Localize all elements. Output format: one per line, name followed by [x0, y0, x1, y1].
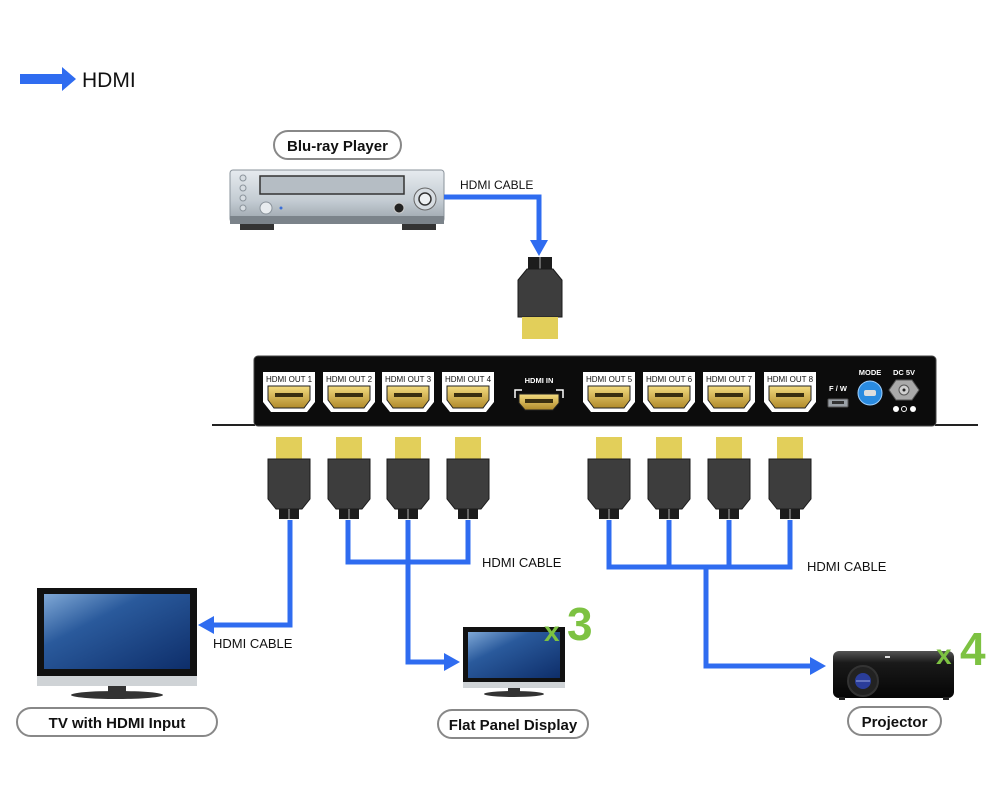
tv-with-hdmi-input: TV with HDMI Input — [16, 588, 218, 737]
hdmi-out-port-8[interactable]: HDMI OUT 8 — [764, 372, 816, 412]
port-label: HDMI OUT 7 — [706, 375, 753, 384]
hdmi-plug-icon-3 — [386, 437, 430, 520]
arrowhead-projector-icon — [810, 657, 826, 675]
hdmi-in-port[interactable]: HDMI IN — [514, 376, 564, 411]
port-pins — [275, 393, 303, 397]
cable-out1-to-tv — [212, 520, 293, 628]
fw-label: F / W — [829, 384, 848, 393]
mode-dial[interactable]: MODE — [857, 368, 883, 406]
hdmi-in-label: HDMI IN — [525, 376, 554, 385]
port-pins — [776, 393, 804, 397]
port-label: HDMI OUT 3 — [385, 375, 432, 384]
output-cables — [212, 520, 812, 669]
port-pins — [655, 393, 683, 397]
arrowhead-display-icon — [444, 653, 460, 671]
cable-arrowhead-icon — [530, 240, 548, 256]
hdmi-plug-icon-2 — [327, 437, 371, 520]
label-pill — [437, 709, 589, 739]
display-count: 3 — [567, 598, 593, 650]
cable-label-display: HDMI CABLE — [482, 555, 562, 570]
hdmi-out-port-4[interactable]: HDMI OUT 4 — [442, 372, 494, 412]
dc-power-jack[interactable]: DC 5V — [888, 368, 920, 412]
display-count-prefix: x — [544, 616, 560, 647]
hdmi-out-port-3[interactable]: HDMI OUT 3 — [382, 372, 434, 412]
power-label: DC 5V — [893, 368, 915, 377]
hdmi-out-port-6[interactable]: HDMI OUT 6 — [643, 372, 695, 412]
display-label: Flat Panel Display — [449, 717, 578, 734]
arrowhead-tv-icon — [198, 616, 214, 634]
hdmi-plug-icon-6 — [647, 437, 691, 520]
ports-right: HDMI OUT 5 HDMI OUT 6 HDMI OUT 7 HDMI OUT 8 — [583, 372, 816, 412]
port-pins — [595, 393, 623, 397]
port-pins — [335, 393, 363, 397]
blu-ray-player: Blu-ray Player — [229, 130, 445, 230]
mode-label: MODE — [859, 368, 882, 377]
port-label: HDMI OUT 4 — [445, 375, 492, 384]
source-cable-label: HDMI CABLE — [460, 178, 533, 192]
hdmi-plug-icon-8 — [768, 437, 812, 520]
projector-label: Projector — [862, 714, 928, 731]
legend-arrow-icon — [20, 67, 76, 91]
port-pins — [715, 393, 743, 397]
polarity-center-icon — [901, 406, 907, 412]
label-pill — [16, 707, 218, 737]
hdmi-plug-icon-4 — [446, 437, 490, 520]
output-plugs — [267, 437, 812, 520]
port-label: HDMI OUT 8 — [767, 375, 814, 384]
port-label: HDMI OUT 1 — [266, 375, 313, 384]
port-label: HDMI OUT 5 — [586, 375, 633, 384]
ports-left: HDMI OUT 1 HDMI OUT 2 HDMI OUT 3 HDMI OUT 4 — [263, 372, 494, 412]
firmware-port[interactable]: F / W — [827, 384, 849, 408]
projector-count-prefix: x — [936, 639, 952, 670]
projector-count: 4 — [960, 623, 986, 675]
hdmi-plug-icon-7 — [707, 437, 751, 520]
hdmi-plug-icon-5 — [587, 437, 631, 520]
polarity-plus-icon — [910, 406, 916, 412]
tv-icon — [37, 588, 197, 699]
legend-label: HDMI — [82, 69, 136, 92]
hdmi-out-port-7[interactable]: HDMI OUT 7 — [703, 372, 755, 412]
hdmi-out-port-5[interactable]: HDMI OUT 5 — [583, 372, 635, 412]
cable-label-projector: HDMI CABLE — [807, 559, 887, 574]
cable-out5-8-bus — [606, 520, 812, 669]
hdmi-out-port-2[interactable]: HDMI OUT 2 — [323, 372, 375, 412]
port-label: HDMI OUT 2 — [326, 375, 373, 384]
projector-icon — [833, 651, 954, 700]
cable-out2-4-bus — [345, 520, 471, 665]
hdmi-out-port-1[interactable]: HDMI OUT 1 — [263, 372, 315, 412]
blu-ray-player-label: Blu-ray Player — [287, 138, 388, 155]
label-pill — [273, 130, 402, 160]
source-cable: HDMI CABLE — [444, 178, 548, 256]
port-label: HDMI OUT 6 — [646, 375, 693, 384]
blu-ray-player-icon — [229, 169, 445, 230]
cable-label-tv: HDMI CABLE — [213, 636, 293, 651]
label-pill — [847, 706, 942, 736]
polarity-minus-icon — [893, 406, 899, 412]
legend: HDMI — [20, 67, 136, 92]
projector: x 4 Projector — [833, 623, 986, 736]
hdmi-splitter: HDMI OUT 1 HDMI OUT 2 HDMI OUT 3 HDMI OUT 4… — [212, 355, 978, 427]
input-hdmi-plug-icon — [517, 257, 563, 339]
hdmi-plug-icon-1 — [267, 437, 311, 520]
port-pins — [394, 393, 422, 397]
port-pins — [454, 393, 482, 397]
flat-panel-icon — [463, 627, 565, 697]
tv-label: TV with HDMI Input — [49, 715, 186, 732]
flat-panel-display: x 3 Flat Panel Display — [437, 598, 593, 739]
